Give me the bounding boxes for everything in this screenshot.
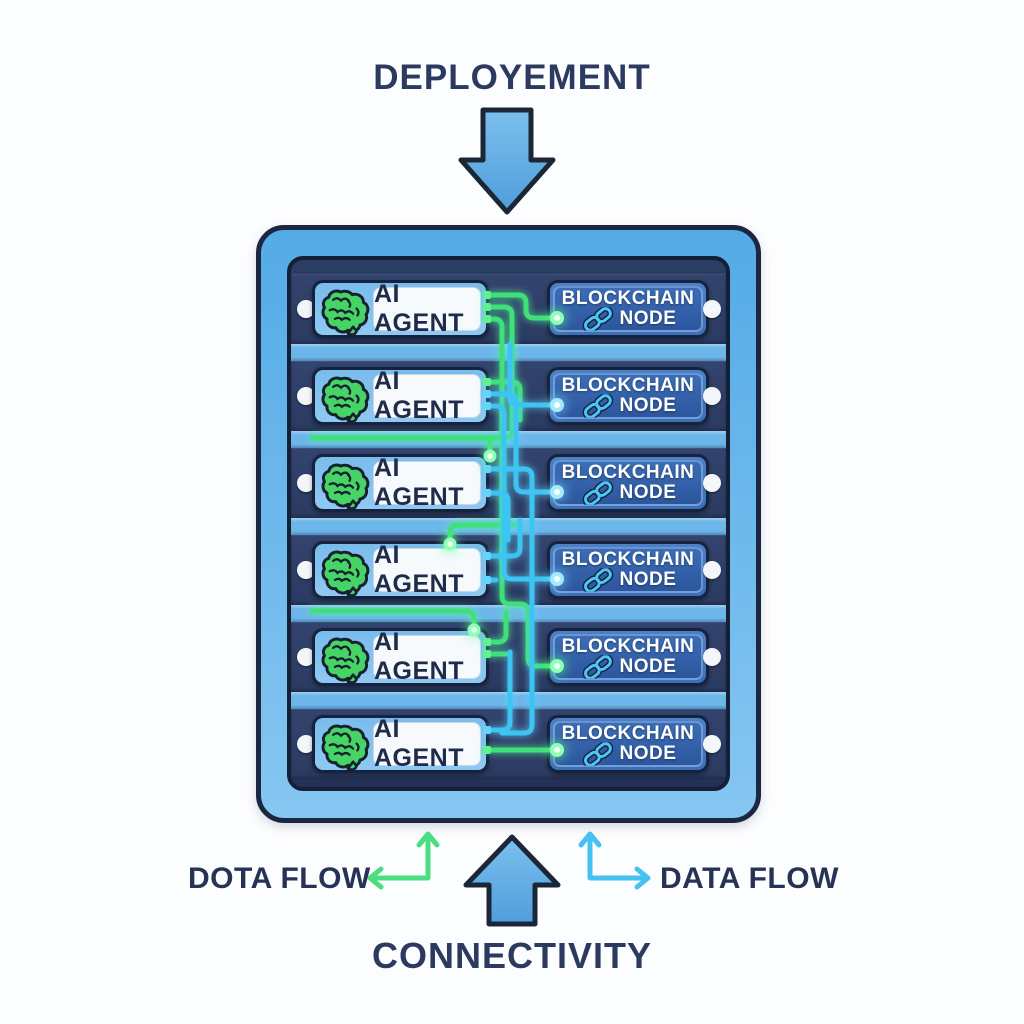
chain-link-icon [580,655,616,679]
blockchain-label: BLOCKCHAIN [561,722,695,744]
blockchain-node-box: BLOCKCHAIN NODE [547,454,709,512]
chain-link-icon [580,394,616,418]
green-elbow-arrow-icon [367,831,440,890]
connectivity-label: CONNECTIVITY [371,935,652,976]
brain-icon [321,286,373,338]
blockchain-label: BLOCKCHAIN [561,635,695,657]
node-label: NODE [619,742,677,764]
brain-icon [321,547,373,599]
ai-agent-label: AI AGENT [373,628,481,685]
screw-dot [703,474,721,492]
blockchain-node-box: BLOCKCHAIN NODE [547,367,709,425]
rack-panel: AI AGENT BLOCKCHAIN NODE AI AGENT BLOCKC… [287,256,730,791]
ai-agent-box: AI AGENT [312,715,489,773]
rack-row: AI AGENT BLOCKCHAIN NODE [291,535,726,605]
rack-separator [291,431,726,448]
screw-dot [703,561,721,579]
rack-row: AI AGENT BLOCKCHAIN NODE [291,622,726,692]
ai-agent-label: AI AGENT [373,454,481,511]
ai-agent-label: AI AGENT [373,367,481,424]
blockchain-label: BLOCKCHAIN [561,548,695,570]
ai-agent-label: AI AGENT [373,541,481,598]
node-label: NODE [619,481,677,503]
chain-link-icon [580,481,616,505]
screw-dot [703,300,721,318]
screw-dot [703,735,721,753]
brain-icon [321,373,373,425]
connectivity-up-arrow [463,834,561,927]
dota-flow-label: DOTA FLOW [188,862,371,895]
ai-agent-box: AI AGENT [312,541,489,599]
rack-row: AI AGENT BLOCKCHAIN NODE [291,361,726,431]
ai-agent-box: AI AGENT [312,628,489,686]
brain-icon [321,721,373,773]
blockchain-node-box: BLOCKCHAIN NODE [547,280,709,338]
brain-icon [321,460,373,512]
blockchain-label: BLOCKCHAIN [561,374,695,396]
ai-agent-label: AI AGENT [373,280,481,337]
blockchain-node-box: BLOCKCHAIN NODE [547,715,709,773]
node-label: NODE [619,307,677,329]
blockchain-label: BLOCKCHAIN [561,287,695,309]
brain-icon [321,634,373,686]
data-flow-label: DATA FLOW [660,862,839,895]
screw-dot [297,735,315,753]
node-label: NODE [619,655,677,677]
screw-dot [703,648,721,666]
blockchain-node-box: BLOCKCHAIN NODE [547,628,709,686]
node-label: NODE [619,568,677,590]
chain-link-icon [580,307,616,331]
rack-separator [291,692,726,709]
deployment-down-arrow [458,107,556,215]
screw-dot [703,387,721,405]
rack-separator [291,344,726,361]
screw-dot [297,648,315,666]
node-label: NODE [619,394,677,416]
chain-link-icon [580,568,616,592]
title: DEPLOYEMENT [373,58,651,97]
chain-link-icon [580,742,616,766]
rack-separator [291,518,726,535]
rack-row: AI AGENT BLOCKCHAIN NODE [291,709,726,779]
rack-separator [291,605,726,622]
rack-row: AI AGENT BLOCKCHAIN NODE [291,448,726,518]
ai-agent-label: AI AGENT [373,715,481,772]
blockchain-label: BLOCKCHAIN [561,461,695,483]
ai-agent-box: AI AGENT [312,367,489,425]
ai-agent-box: AI AGENT [312,280,489,338]
cyan-elbow-arrow-icon [578,831,651,890]
screw-dot [297,561,315,579]
ai-agent-box: AI AGENT [312,454,489,512]
blockchain-node-box: BLOCKCHAIN NODE [547,541,709,599]
screw-dot [297,474,315,492]
rack-row: AI AGENT BLOCKCHAIN NODE [291,274,726,344]
